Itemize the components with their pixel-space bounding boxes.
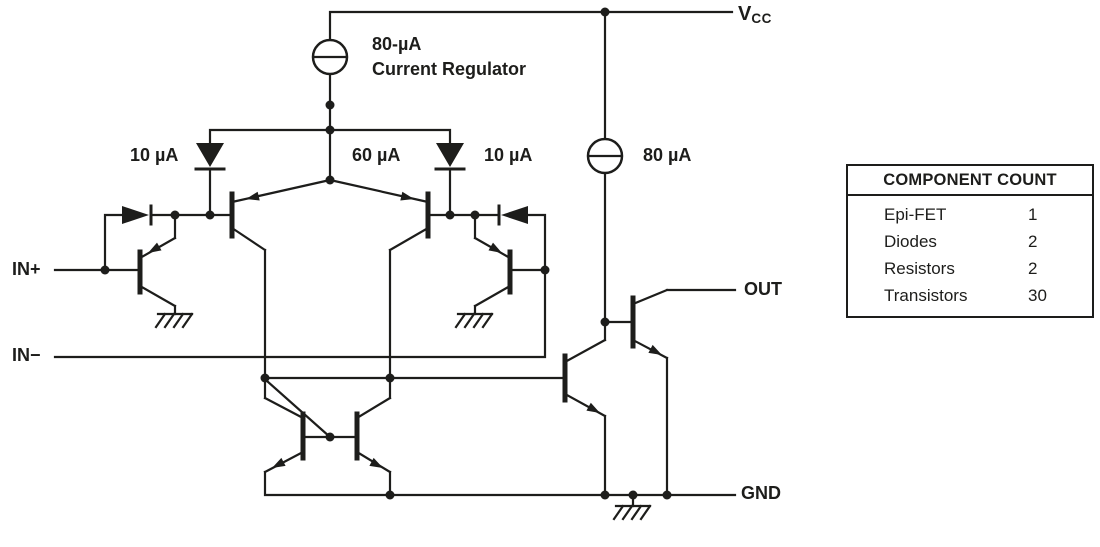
- component-value: 2: [1028, 232, 1038, 251]
- arrow-q4-emitter: [400, 191, 414, 201]
- transistor-base-bars: [137, 191, 636, 461]
- table-row: Diodes 2: [848, 228, 1092, 255]
- component-count-table: COMPONENT COUNT Epi-FET 1 Diodes 2 Resis…: [846, 164, 1094, 318]
- arrow-q3-emitter: [246, 191, 260, 201]
- wires: [53, 10, 737, 508]
- component-count-rows: Epi-FET 1 Diodes 2 Resistors 2 Transisto…: [848, 196, 1092, 316]
- arrow-q7-emitter: [586, 402, 600, 413]
- component-value: 1: [1028, 205, 1038, 224]
- arrow-q5-emitter: [272, 457, 286, 468]
- table-row: Epi-FET 1: [848, 201, 1092, 228]
- in-minus-label: IN−: [12, 345, 41, 365]
- arrow-q6-emitter: [369, 457, 383, 468]
- transistor-emitter-arrows: [148, 191, 662, 468]
- current-source-80ua: [586, 137, 624, 175]
- regulator-value-label: 80-µA: [372, 34, 422, 54]
- current-right-label: 10 µA: [484, 145, 533, 165]
- junction-dots: [100, 7, 672, 500]
- ground-symbol-right: [454, 312, 494, 329]
- component-name: Resistors: [884, 259, 955, 278]
- component-name: Epi-FET: [884, 205, 947, 224]
- component-name: Transistors: [884, 286, 968, 305]
- diode-input-plus: [122, 204, 153, 226]
- ground-symbol-bottom: [612, 504, 652, 521]
- arrow-q1-emitter: [148, 242, 162, 253]
- in-plus-label: IN+: [12, 259, 41, 279]
- diode-right-10ua: [434, 143, 466, 171]
- arrow-q2-emitter: [488, 242, 502, 253]
- current-output-label: 80 µA: [643, 145, 692, 165]
- vcc-label-main: V: [738, 3, 752, 25]
- component-value: 2: [1028, 259, 1038, 278]
- component-count-title: COMPONENT COUNT: [848, 166, 1092, 196]
- current-left-label: 10 µA: [130, 145, 179, 165]
- regulator-name-label: Current Regulator: [372, 59, 527, 79]
- diode-input-minus: [497, 204, 528, 226]
- ground-symbol-left: [154, 312, 194, 329]
- vcc-label: VCC: [738, 3, 772, 26]
- current-regulator-source: [311, 38, 349, 76]
- vcc-label-sub: CC: [751, 11, 772, 26]
- gnd-label: GND: [741, 483, 781, 503]
- component-value: 30: [1028, 286, 1047, 305]
- table-row: Transistors 30: [848, 282, 1092, 309]
- arrow-q8-emitter: [648, 344, 662, 355]
- table-row: Resistors 2: [848, 255, 1092, 282]
- component-name: Diodes: [884, 232, 937, 251]
- current-center-label: 60 µA: [352, 145, 401, 165]
- diode-left-10ua: [194, 143, 226, 171]
- out-label: OUT: [744, 279, 782, 299]
